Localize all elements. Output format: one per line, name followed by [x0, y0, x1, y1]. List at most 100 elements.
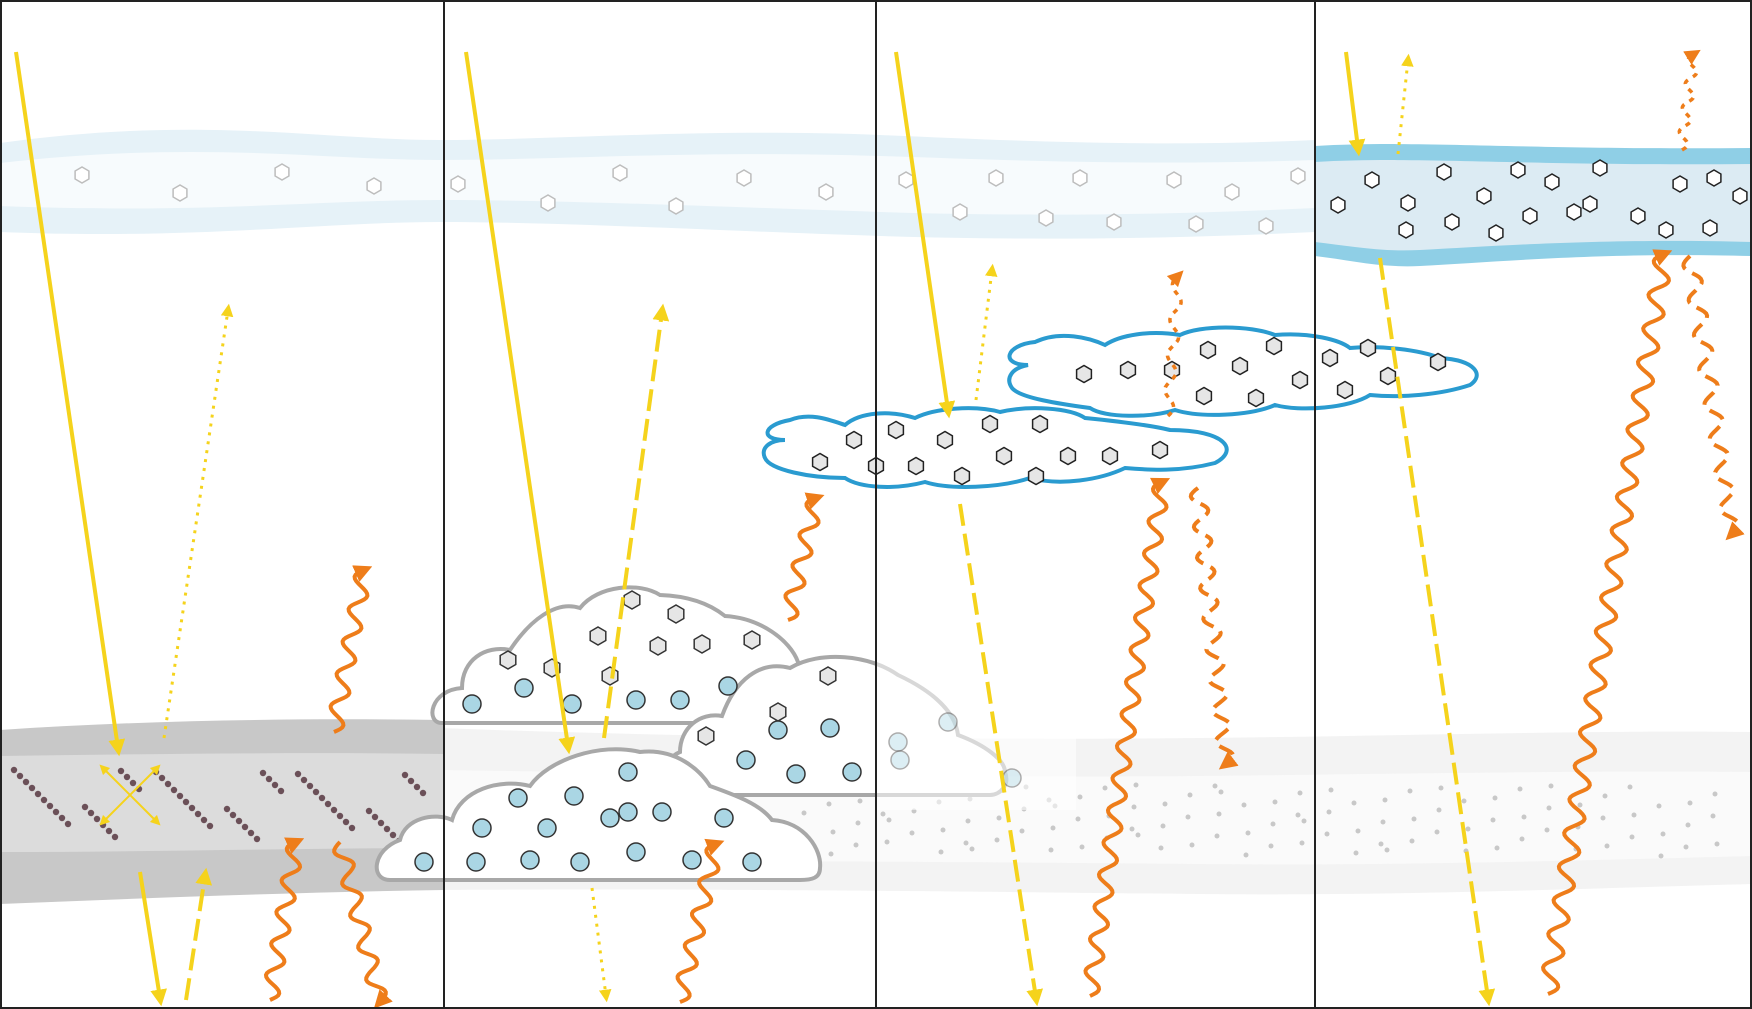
hexagon-ice-crystal-icon — [995, 446, 1013, 466]
hexagon-ice-crystal-icon — [1444, 213, 1460, 231]
hexagon-ice-crystal-icon — [907, 456, 925, 476]
incoming-solar-arrow — [464, 51, 576, 755]
hexagon-ice-crystal-icon — [981, 414, 999, 434]
dot-aerosol-icon — [123, 773, 131, 781]
diffuse-up-arrow — [184, 867, 213, 1001]
dot-aerosol-icon — [93, 815, 101, 823]
hexagon-ice-crystal-icon — [811, 452, 829, 472]
dot-aerosol-icon — [324, 800, 332, 808]
hexagon-ice-crystal-icon — [589, 626, 607, 646]
hexagon-ice-crystal-icon — [1265, 336, 1283, 356]
dot-aerosol-icon — [383, 825, 391, 833]
dot-aerosol-icon — [16, 772, 24, 780]
dot-aerosol-icon — [182, 798, 190, 806]
hexagon-ice-crystal-icon — [1231, 356, 1249, 376]
dot-aerosol-icon — [965, 818, 971, 824]
incoming-solar-arrow — [14, 51, 126, 757]
dot-aerosol-icon — [969, 846, 975, 852]
hexagon-ice-crystal-icon — [1166, 171, 1182, 189]
dot-aerosol-icon — [1075, 816, 1081, 822]
dot-aerosol-icon — [271, 781, 279, 789]
dot-aerosol-icon — [1438, 785, 1444, 791]
mixed-phase-clouds — [374, 585, 1076, 882]
dot-aerosol-icon — [1129, 826, 1135, 832]
downward-thermal-arrow — [1681, 254, 1745, 541]
dot-aerosol-icon — [10, 766, 18, 774]
hexagon-ice-crystal-icon — [1188, 215, 1204, 233]
hexagon-ice-crystal-icon — [1321, 348, 1339, 368]
dot-aerosol-icon — [1687, 800, 1693, 806]
hexagon-ice-crystal-icon — [819, 666, 837, 686]
dot-aerosol-icon — [46, 802, 54, 810]
dot-aerosol-icon — [1351, 800, 1357, 806]
reflected-solar-arrow — [974, 263, 998, 401]
hexagon-ice-crystal-icon — [1706, 169, 1722, 187]
dot-aerosol-icon — [1297, 790, 1303, 796]
dot-aerosol-icon — [194, 810, 202, 818]
hexagon-ice-crystal-icon — [1072, 169, 1088, 187]
dot-aerosol-icon — [407, 777, 415, 785]
dot-aerosol-icon — [1189, 842, 1195, 848]
upper-layer-strong-core — [1315, 160, 1752, 251]
dot-aerosol-icon — [419, 789, 427, 797]
circle-droplet-icon — [1002, 768, 1022, 788]
transmitted-solar-arrow — [1378, 257, 1496, 1007]
circle-droplet-icon — [682, 850, 702, 870]
dot-aerosol-icon — [306, 782, 314, 790]
dot-aerosol-icon — [188, 804, 196, 812]
dot-aerosol-icon — [1268, 843, 1274, 849]
hexagon-ice-crystal-icon — [1151, 440, 1169, 460]
hexagon-ice-crystal-icon — [366, 177, 382, 195]
dot-aerosol-icon — [826, 801, 832, 807]
circle-droplet-icon — [618, 802, 638, 822]
hexagon-ice-crystal-icon — [736, 169, 752, 187]
dot-aerosol-icon — [1378, 841, 1384, 847]
dot-aerosol-icon — [365, 807, 373, 815]
hexagon-ice-crystal-icon — [988, 169, 1004, 187]
incoming-solar-arrow — [894, 51, 956, 419]
dot-aerosol-icon — [801, 810, 807, 816]
circle-droplet-icon — [786, 764, 806, 784]
dot-aerosol-icon — [389, 831, 397, 839]
dot-aerosol-icon — [223, 805, 231, 813]
dot-aerosol-icon — [1548, 783, 1554, 789]
hexagon-ice-crystal-icon — [1106, 213, 1122, 231]
hexagon-ice-crystal-icon — [1359, 338, 1377, 358]
dot-aerosol-icon — [1517, 786, 1523, 792]
hexagon-ice-crystal-icon — [1290, 167, 1306, 185]
circle-droplet-icon — [626, 690, 646, 710]
dot-aerosol-icon — [52, 808, 60, 816]
circle-droplet-icon — [742, 852, 762, 872]
thermal-emission-arrow — [783, 492, 825, 622]
dot-aerosol-icon — [1270, 821, 1276, 827]
dot-aerosol-icon — [1048, 847, 1054, 853]
dot-aerosol-icon — [1602, 793, 1608, 799]
mixed-cloud-particles — [414, 590, 1022, 872]
dot-aerosol-icon — [909, 830, 915, 836]
dot-aerosol-icon — [170, 786, 178, 794]
dot-aerosol-icon — [940, 827, 946, 833]
reflected-solar-arrow — [602, 303, 670, 739]
hexagon-ice-crystal-icon — [1672, 175, 1688, 193]
dot-aerosol-icon — [401, 771, 409, 779]
circle-droplet-icon — [842, 762, 862, 782]
hexagon-ice-crystal-icon — [743, 630, 761, 650]
dot-aerosol-icon — [58, 814, 66, 822]
dot-aerosol-icon — [1600, 815, 1606, 821]
upper-atmosphere-layer — [0, 129, 1752, 267]
hexagon-ice-crystal-icon — [450, 175, 466, 193]
dot-aerosol-icon — [884, 839, 890, 845]
dot-aerosol-icon — [1301, 818, 1307, 824]
dot-aerosol-icon — [1660, 831, 1666, 837]
downward-thermal-arrow — [1188, 486, 1239, 770]
dot-aerosol-icon — [40, 796, 48, 804]
hexagon-ice-crystal-icon — [540, 194, 556, 212]
hexagon-ice-crystal-icon — [845, 430, 863, 450]
dot-aerosol-icon — [81, 803, 89, 811]
circle-droplet-icon — [537, 818, 557, 838]
dot-aerosol-icon — [241, 823, 249, 831]
dot-aerosol-icon — [1050, 825, 1056, 831]
dot-aerosol-icon — [1411, 816, 1417, 822]
hexagon-ice-crystal-icon — [1364, 171, 1380, 189]
